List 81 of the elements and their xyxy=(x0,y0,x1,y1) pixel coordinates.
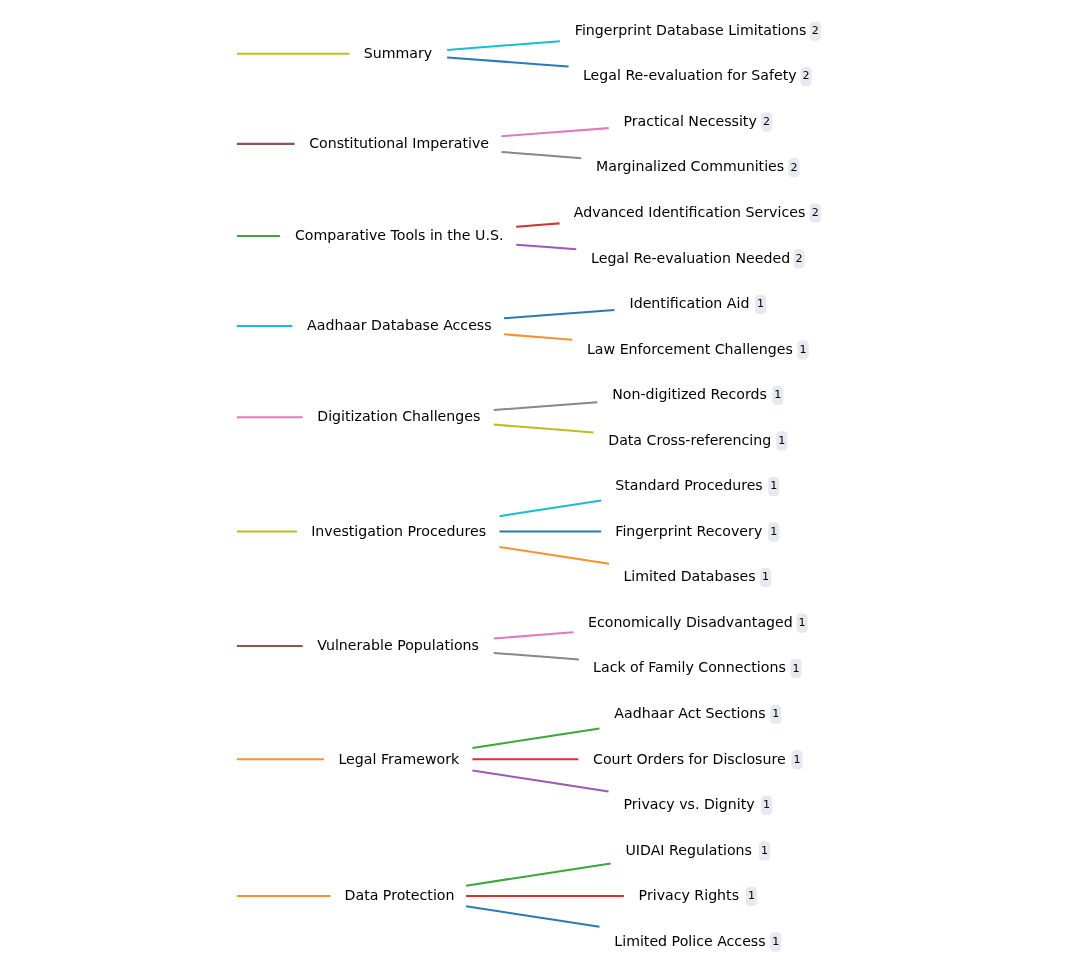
node-box: 1 xyxy=(758,841,770,861)
connector xyxy=(236,416,303,419)
connector xyxy=(471,758,578,761)
node-label: Limited Databases xyxy=(622,568,756,585)
node-label: Limited Police Access xyxy=(613,932,766,949)
node-label: Non-digitized Records xyxy=(611,386,767,403)
node-box: 2 xyxy=(809,203,821,223)
connector xyxy=(465,862,611,887)
connector xyxy=(236,894,330,897)
connector xyxy=(236,235,280,237)
connector xyxy=(446,40,560,52)
connector xyxy=(236,758,324,761)
node-box: 1 xyxy=(759,568,771,588)
node-box: 1 xyxy=(790,750,803,770)
node-box: 1 xyxy=(760,795,772,815)
connector xyxy=(498,545,609,565)
node-box: 2 xyxy=(809,21,821,41)
node-label: Privacy vs. Dignity xyxy=(622,796,755,813)
node-label: Marginalized Communities xyxy=(595,158,784,175)
node-label: Data Cross-referencing xyxy=(607,431,771,448)
node-label: Advanced Identification Services xyxy=(573,203,805,220)
node-label: Law Enforcement Challenges xyxy=(586,340,793,357)
connector xyxy=(471,769,609,793)
node-box: 1 xyxy=(767,522,779,542)
connector xyxy=(236,530,297,533)
node-label: Court Orders for Disclosure xyxy=(592,750,786,767)
connector xyxy=(503,308,614,320)
node-label: Legal Re-evaluation Needed xyxy=(590,249,790,266)
connector xyxy=(503,333,572,341)
node-box: 1 xyxy=(754,294,766,314)
connector xyxy=(236,325,292,328)
connector xyxy=(236,52,349,55)
node-label: Legal Re-evaluation for Safety xyxy=(582,67,797,84)
node-text: Legal Framework xyxy=(338,750,459,767)
node-text: Vulnerable Populations xyxy=(316,637,479,654)
node-label: Fingerprint Database Limitations xyxy=(574,21,806,38)
node-text: Digitization Challenges xyxy=(316,408,480,425)
connector xyxy=(236,644,303,647)
node-label: Standard Procedures xyxy=(614,477,763,494)
node-box: 2 xyxy=(793,249,805,269)
connector xyxy=(515,243,576,251)
node-box: 2 xyxy=(760,112,772,132)
node-text: Summary xyxy=(363,45,432,62)
node-label: UIDAI Regulations xyxy=(624,841,752,858)
connector xyxy=(493,631,573,640)
connector xyxy=(471,727,600,750)
node-box: 2 xyxy=(787,158,800,178)
node-box: 1 xyxy=(771,385,783,406)
node-label: Privacy Rights xyxy=(638,887,739,904)
connector xyxy=(236,142,295,145)
node-box: 1 xyxy=(769,704,781,724)
node-box: 1 xyxy=(775,431,787,451)
node-box: 1 xyxy=(745,886,757,907)
connector xyxy=(498,499,601,518)
connector xyxy=(465,905,600,928)
node-text: Comparative Tools in the U.S. xyxy=(294,227,503,244)
node-box: 2 xyxy=(800,66,812,87)
node-text: Investigation Procedures xyxy=(310,522,486,539)
node-box: 1 xyxy=(797,340,809,360)
connector xyxy=(493,423,594,434)
node-label: Aadhaar Act Sections xyxy=(613,704,766,721)
node-box: 1 xyxy=(767,476,779,497)
connector xyxy=(493,401,597,412)
connector xyxy=(493,652,579,661)
node-text: Data Protection xyxy=(344,887,454,904)
node-box: 1 xyxy=(789,659,802,679)
connector xyxy=(500,127,609,138)
connector xyxy=(515,222,560,228)
node-label: Fingerprint Recovery xyxy=(614,522,762,539)
node-label: Lack of Family Connections xyxy=(592,659,786,676)
node-label: Identification Aid xyxy=(629,295,749,312)
node-box: 1 xyxy=(796,613,808,633)
connector xyxy=(498,530,601,533)
node-text: Aadhaar Database Access xyxy=(306,317,492,334)
node-label: Economically Disadvantaged xyxy=(587,613,793,630)
node-text: Constitutional Imperative xyxy=(308,135,489,152)
connector xyxy=(500,150,581,160)
node-label: Practical Necessity xyxy=(622,112,757,129)
connector xyxy=(465,894,624,897)
connector xyxy=(446,56,569,68)
node-box: 1 xyxy=(769,932,781,952)
